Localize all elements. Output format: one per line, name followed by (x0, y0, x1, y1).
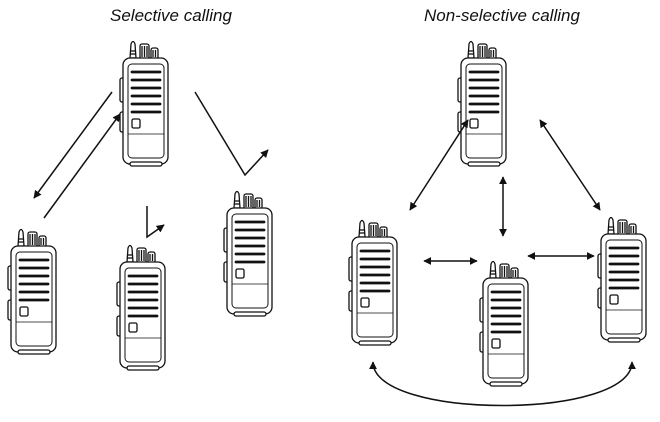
non-selective-calling-title: Non-selective calling (424, 6, 580, 25)
selective-calling-diagram (6, 40, 274, 372)
arrow-left-to-top (43, 113, 121, 219)
radio-top-non-selective (456, 40, 508, 168)
radio-middle-selective (115, 244, 167, 372)
radio-left-selective (6, 228, 58, 356)
arrow-deflected-middle (146, 206, 165, 239)
radio-top-selective (118, 40, 170, 168)
arrow-top-right (539, 119, 601, 211)
radio-right-selective (222, 190, 274, 318)
non-selective-calling-diagram (347, 40, 648, 407)
radio-right-non-selective (596, 216, 648, 344)
radio-center-non-selective (478, 260, 530, 388)
arrow-top-to-left (33, 91, 113, 199)
arrow-arc-left-right (369, 361, 636, 407)
radio-left-non-selective (347, 219, 399, 347)
arrow-top-left (409, 119, 469, 211)
selective-calling-title: Selective calling (110, 6, 232, 25)
arrow-deflected-right (194, 91, 269, 177)
